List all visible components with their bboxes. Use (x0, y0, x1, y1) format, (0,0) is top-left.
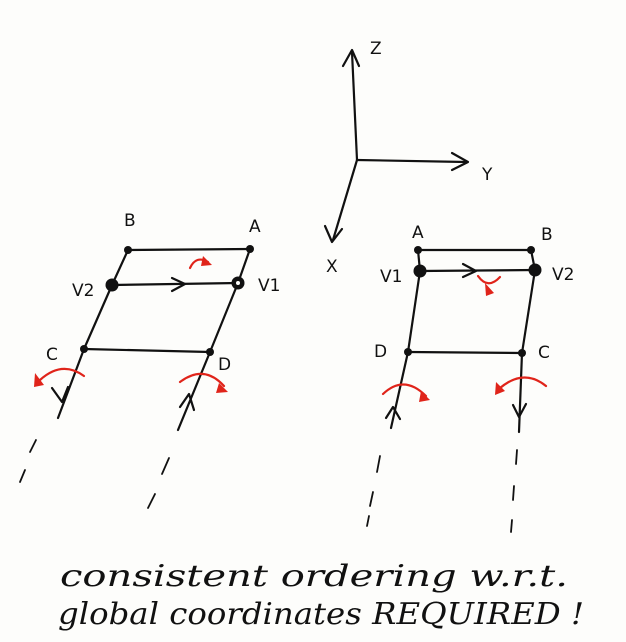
right-leg-d-dash-1 (376, 455, 381, 473)
right-ladder: A B V1 V2 D C (366, 223, 574, 533)
left-rail-lower-right (208, 281, 240, 354)
left-label-d: D (218, 355, 231, 375)
right-node-d (404, 348, 412, 356)
left-mid-rung (110, 281, 240, 287)
left-bottom-rung (82, 347, 212, 354)
left-node-b (124, 246, 132, 254)
left-leg-d (176, 350, 212, 432)
right-node-c (518, 349, 526, 357)
left-node-v2 (105, 278, 119, 292)
y-axis (355, 158, 468, 164)
left-label-c: C (46, 345, 58, 365)
left-top-rung (126, 247, 252, 252)
left-node-c (80, 345, 88, 353)
caption-line-1: consistent ordering w.r.t. (60, 559, 568, 594)
left-rotation-d-head (216, 383, 228, 393)
left-label-v1: V1 (258, 276, 280, 296)
left-rotation-c (38, 367, 86, 382)
left-node-d (206, 348, 214, 356)
left-leg-d-dash-1 (161, 457, 170, 475)
left-leg-c-arrow (50, 385, 70, 404)
right-rotation-mid-head (485, 283, 494, 296)
right-rotation-c (498, 376, 548, 390)
z-arrowhead (341, 48, 361, 68)
right-bottom-rung (406, 350, 524, 355)
z-axis (350, 50, 359, 162)
left-leg-c (56, 347, 86, 420)
right-leg-c-dash-2 (512, 485, 515, 501)
caption-line-2: global coordinates REQUIRED ! (58, 597, 584, 632)
axis-label-x: X (326, 257, 338, 277)
left-label-v2: V2 (72, 281, 94, 301)
right-label-a: A (412, 223, 424, 243)
right-rail-lower-right (520, 268, 537, 355)
right-label-c: C (538, 343, 550, 363)
right-label-d: D (374, 342, 387, 362)
axis-label-y: Y (481, 165, 493, 185)
right-leg-d (389, 350, 410, 430)
right-leg-c (517, 351, 524, 434)
x-arrowhead (323, 224, 344, 244)
right-rotation-c-head (495, 382, 505, 395)
left-node-a (246, 245, 254, 253)
left-leg-d-dash-2 (147, 493, 156, 509)
right-node-v2 (528, 263, 542, 277)
right-leg-c-dash-3 (510, 519, 513, 533)
right-leg-c-dash-1 (515, 449, 518, 465)
axis-label-z: Z (370, 39, 382, 59)
left-ladder: B A V2 V1 C D (19, 211, 280, 509)
left-node-v1-center (236, 281, 240, 285)
right-label-v2: V2 (552, 265, 574, 285)
right-mid-rung (418, 268, 537, 273)
coordinate-axes: Z Y X (323, 39, 493, 277)
right-label-v1: V1 (380, 267, 402, 287)
right-label-b: B (541, 225, 553, 245)
right-node-b (527, 246, 535, 254)
left-leg-d-arrow (178, 392, 196, 412)
right-rotation-d-head (419, 391, 430, 402)
left-rotation-d (178, 372, 226, 388)
right-node-a (414, 246, 422, 254)
left-label-a: A (249, 217, 261, 237)
left-leg-c-dash-2 (19, 469, 26, 483)
y-arrowhead (450, 151, 470, 172)
left-mid-rung-arrow (170, 276, 187, 293)
right-leg-d-dash-2 (369, 491, 374, 507)
left-rotation-v1-head (201, 256, 212, 266)
right-node-v1 (413, 264, 427, 278)
right-rotation-d (381, 383, 428, 398)
left-rotation-c-head (34, 373, 44, 387)
right-rail-lower-left (406, 269, 422, 354)
left-leg-c-dash-1 (29, 439, 37, 453)
right-leg-d-arrow (384, 405, 402, 421)
caption: consistent ordering w.r.t. global coordi… (58, 559, 584, 632)
right-leg-d-dash-3 (366, 515, 370, 527)
right-leg-c-arrow (511, 402, 528, 419)
right-mid-rung-arrow (461, 262, 478, 279)
right-rotation-mid (476, 274, 502, 285)
left-label-b: B (124, 211, 136, 231)
left-rail-lower-left (82, 283, 114, 351)
x-axis (331, 158, 359, 242)
